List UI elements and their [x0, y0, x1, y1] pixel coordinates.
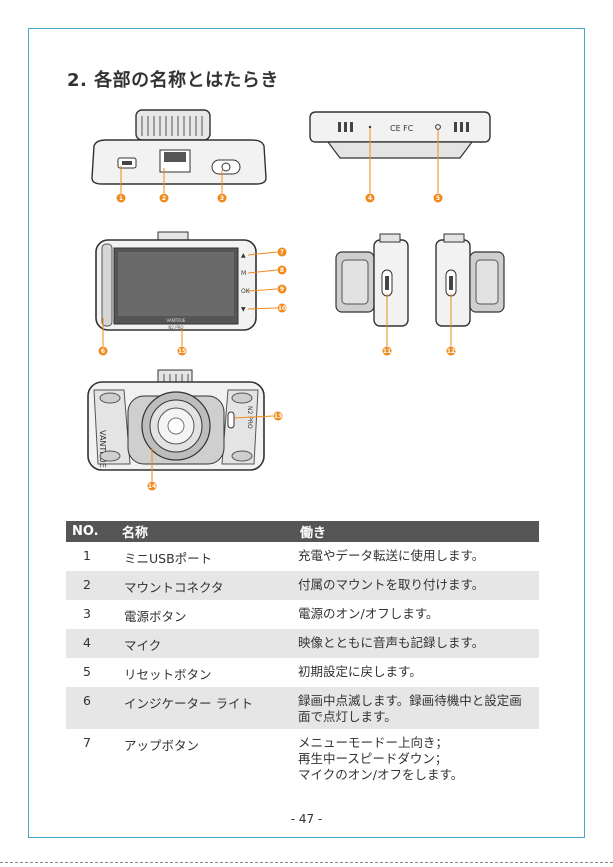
row-no: 1: [83, 548, 91, 563]
bottom-dashed-rule: [0, 862, 613, 863]
svg-text:6: 6: [101, 348, 105, 355]
top-view-diagram: 1 2 3: [91, 109, 267, 203]
row-name: マイク: [112, 629, 294, 658]
svg-text:9: 9: [280, 286, 284, 293]
row-name: インジケーター ライト: [112, 687, 294, 729]
label-badge-13: 13: [273, 411, 283, 421]
label-badge-6: 6: [98, 346, 108, 356]
label-badge-5: 5: [433, 193, 443, 203]
page-frame: [28, 28, 585, 838]
header-function: 働き: [294, 521, 539, 542]
label-badge-4: 4: [365, 193, 375, 203]
svg-text:11: 11: [383, 348, 391, 355]
section-title: 2. 各部の名称とはたらき: [67, 70, 279, 91]
row-function: 初期設定に戻します。: [298, 664, 422, 679]
label-badge-7: 7: [277, 247, 287, 257]
table-row: 6 インジケーター ライト 録画中点滅します。録画待機中と設定画 面で点灯します…: [66, 687, 539, 729]
row-function: 電源のオン/オフします。: [298, 606, 439, 621]
label-badge-14: 14: [147, 481, 157, 491]
row-function: 録画中点滅します。録画待機中と設定画 面で点灯します。: [294, 687, 539, 729]
header-name: 名称: [112, 521, 294, 542]
bottom-view-diagram: CE FC 4 5: [309, 111, 491, 203]
svg-text:▲: ▲: [241, 252, 246, 259]
svg-text:OK: OK: [241, 288, 251, 295]
svg-text:13: 13: [274, 413, 282, 420]
svg-text:14: 14: [148, 483, 156, 490]
svg-text:N2 PRO: N2 PRO: [168, 325, 183, 330]
row-no: 7: [83, 735, 91, 750]
screen-view-diagram: VANTRUE N2 PRO ▲ M OK ▼ 7 8 9 10 6 15: [95, 231, 287, 356]
row-name: アップボタン: [124, 738, 200, 753]
table-row: 3 電源ボタン 電源のオン/オフします。: [66, 600, 539, 629]
row-no: 3: [83, 606, 91, 621]
row-name: ミニUSBポート: [124, 551, 213, 566]
header-no: NO.: [66, 521, 112, 542]
table-row: 1 ミニUSBポート 充電やデータ転送に使用します。: [66, 542, 539, 571]
svg-text:3: 3: [220, 195, 224, 202]
lens-view-diagram: VANTRUE N2 PRO 13 14: [87, 369, 283, 491]
row-function: メニューモードー上向き； 再生中ースピードダウン； マイクのオン/オフをします。: [298, 735, 464, 782]
svg-text:VANTRUE: VANTRUE: [167, 318, 186, 323]
row-function: 映像とともに音声も記録します。: [294, 629, 539, 658]
table-row: 2 マウントコネクタ 付属のマウントを取り付けます。: [66, 571, 539, 600]
svg-text:12: 12: [447, 348, 455, 355]
table-row: 4 マイク 映像とともに音声も記録します。: [66, 629, 539, 658]
label-badge-3: 3: [217, 193, 227, 203]
row-no: 6: [66, 687, 112, 729]
label-badge-8: 8: [277, 265, 287, 275]
label-badge-12: 12: [446, 346, 456, 356]
label-badge-11: 11: [382, 346, 392, 356]
label-badge-15: 15: [177, 346, 187, 356]
row-no: 4: [66, 629, 112, 658]
table-row: 7 アップボタン メニューモードー上向き； 再生中ースピードダウン； マイクのオ…: [66, 729, 539, 787]
row-function: 付属のマウントを取り付けます。: [294, 571, 539, 600]
table-header-row: NO. 名称 働き: [66, 521, 539, 542]
label-badge-9: 9: [277, 284, 287, 294]
row-no: 5: [83, 664, 91, 679]
svg-text:VANTRUE: VANTRUE: [98, 430, 107, 468]
svg-text:1: 1: [119, 195, 123, 202]
row-no: 2: [66, 571, 112, 600]
svg-text:7: 7: [280, 249, 284, 256]
parts-table: NO. 名称 働き 1 ミニUSBポート 充電やデータ転送に使用します。 2 マ…: [66, 521, 539, 787]
label-badge-10: 10: [277, 303, 287, 313]
svg-text:2: 2: [162, 195, 166, 202]
row-name: リセットボタン: [124, 667, 212, 682]
row-name: マウントコネクタ: [112, 571, 294, 600]
svg-text:15: 15: [178, 348, 186, 355]
row-name: 電源ボタン: [124, 609, 187, 624]
svg-text:5: 5: [436, 195, 440, 202]
svg-text:4: 4: [368, 195, 372, 202]
label-badge-1: 1: [116, 193, 126, 203]
side-views-diagram: 11 12: [335, 233, 505, 356]
label-badge-2: 2: [159, 193, 169, 203]
svg-text:M: M: [241, 270, 246, 277]
svg-text:▼: ▼: [241, 306, 246, 313]
svg-text:8: 8: [280, 267, 284, 274]
svg-text:CE FC: CE FC: [390, 124, 414, 133]
page-number: - 47 -: [290, 812, 323, 826]
table-row: 5 リセットボタン 初期設定に戻します。: [66, 658, 539, 687]
row-function: 充電やデータ転送に使用します。: [298, 548, 485, 563]
svg-text:10: 10: [278, 305, 286, 312]
